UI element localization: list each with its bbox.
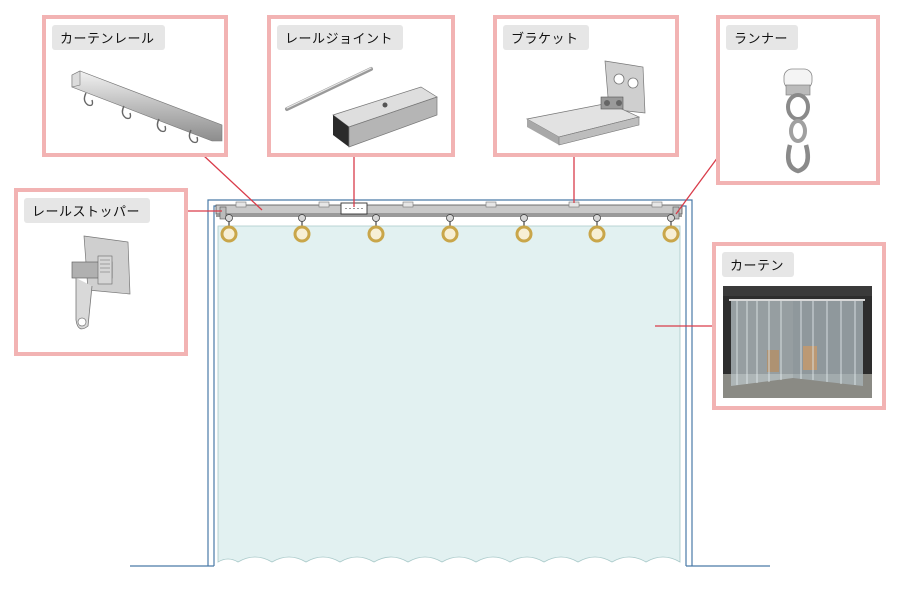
curtain-panel — [217, 225, 681, 563]
stopper-left-schematic — [219, 206, 227, 220]
leader-runner — [675, 156, 719, 215]
label-curtain: カーテン — [722, 252, 795, 277]
card-rail-joint: レールジョイント — [267, 15, 455, 157]
card-bracket: ブラケット — [493, 15, 679, 157]
card-runner: ランナー — [716, 15, 880, 185]
card-curtain-rail: カーテンレール — [42, 15, 228, 157]
bracket-photo — [525, 60, 646, 146]
card-curtain: カーテン — [712, 242, 886, 410]
label-bracket: ブラケット — [503, 25, 589, 50]
leader-curtain-rail — [202, 154, 263, 211]
rail-joint-photo — [285, 67, 438, 148]
runner-photo — [783, 68, 813, 174]
label-curtain-rail: カーテンレール — [52, 25, 165, 50]
leader-lines — [186, 154, 719, 327]
runner-row — [220, 214, 680, 243]
card-rail-stopper: レールストッパー — [14, 188, 188, 356]
label-rail-joint: レールジョイント — [277, 25, 404, 50]
curtain-rail-photo — [71, 70, 223, 144]
rail-stopper-photo — [71, 235, 131, 330]
label-rail-stopper: レールストッパー — [24, 198, 151, 223]
label-runner: ランナー — [726, 25, 799, 50]
curtain-photo — [723, 286, 872, 398]
